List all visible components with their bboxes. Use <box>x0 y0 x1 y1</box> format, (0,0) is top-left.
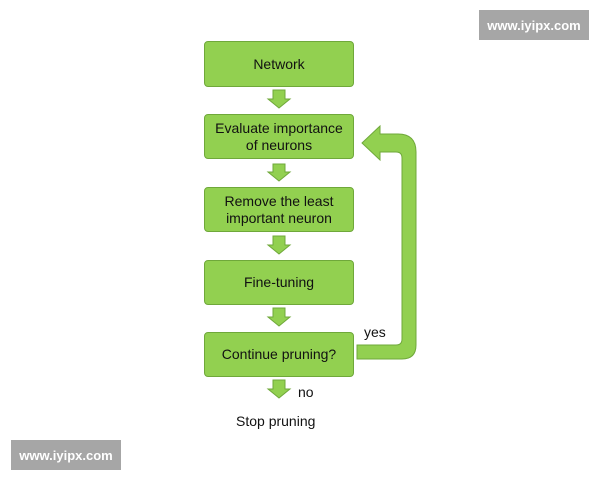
step-fine-tuning: Fine-tuning <box>204 260 354 305</box>
arrow-continue-to-stop <box>266 379 292 399</box>
edge-label-no: no <box>298 384 314 400</box>
edge-label-yes: yes <box>364 324 386 340</box>
watermark-top: www.iyipx.com <box>479 10 589 40</box>
arrow-yes-loop-back <box>356 124 417 360</box>
step-evaluate-label: Evaluate importance of neurons <box>215 119 343 153</box>
step-remove-label: Remove the least important neuron <box>224 192 334 226</box>
watermark-bottom-text: www.iyipx.com <box>19 447 113 463</box>
watermark-bottom: www.iyipx.com <box>11 440 121 470</box>
step-evaluate-importance: Evaluate importance of neurons <box>204 114 354 159</box>
step-network: Network <box>204 41 354 87</box>
arrow-finetune-to-continue <box>266 307 292 327</box>
step-continue-decision: Continue pruning? <box>204 332 354 377</box>
step-network-label: Network <box>253 55 305 72</box>
watermark-top-text: www.iyipx.com <box>487 17 581 33</box>
terminal-stop-pruning: Stop pruning <box>236 413 316 429</box>
step-finetune-label: Fine-tuning <box>243 274 315 290</box>
arrow-evaluate-to-remove <box>266 163 292 182</box>
arrow-network-to-evaluate <box>266 89 292 109</box>
arrow-remove-to-finetune <box>266 235 292 255</box>
step-remove-neuron: Remove the least important neuron <box>204 187 354 232</box>
step-continue-label: Continue pruning? <box>221 346 337 362</box>
